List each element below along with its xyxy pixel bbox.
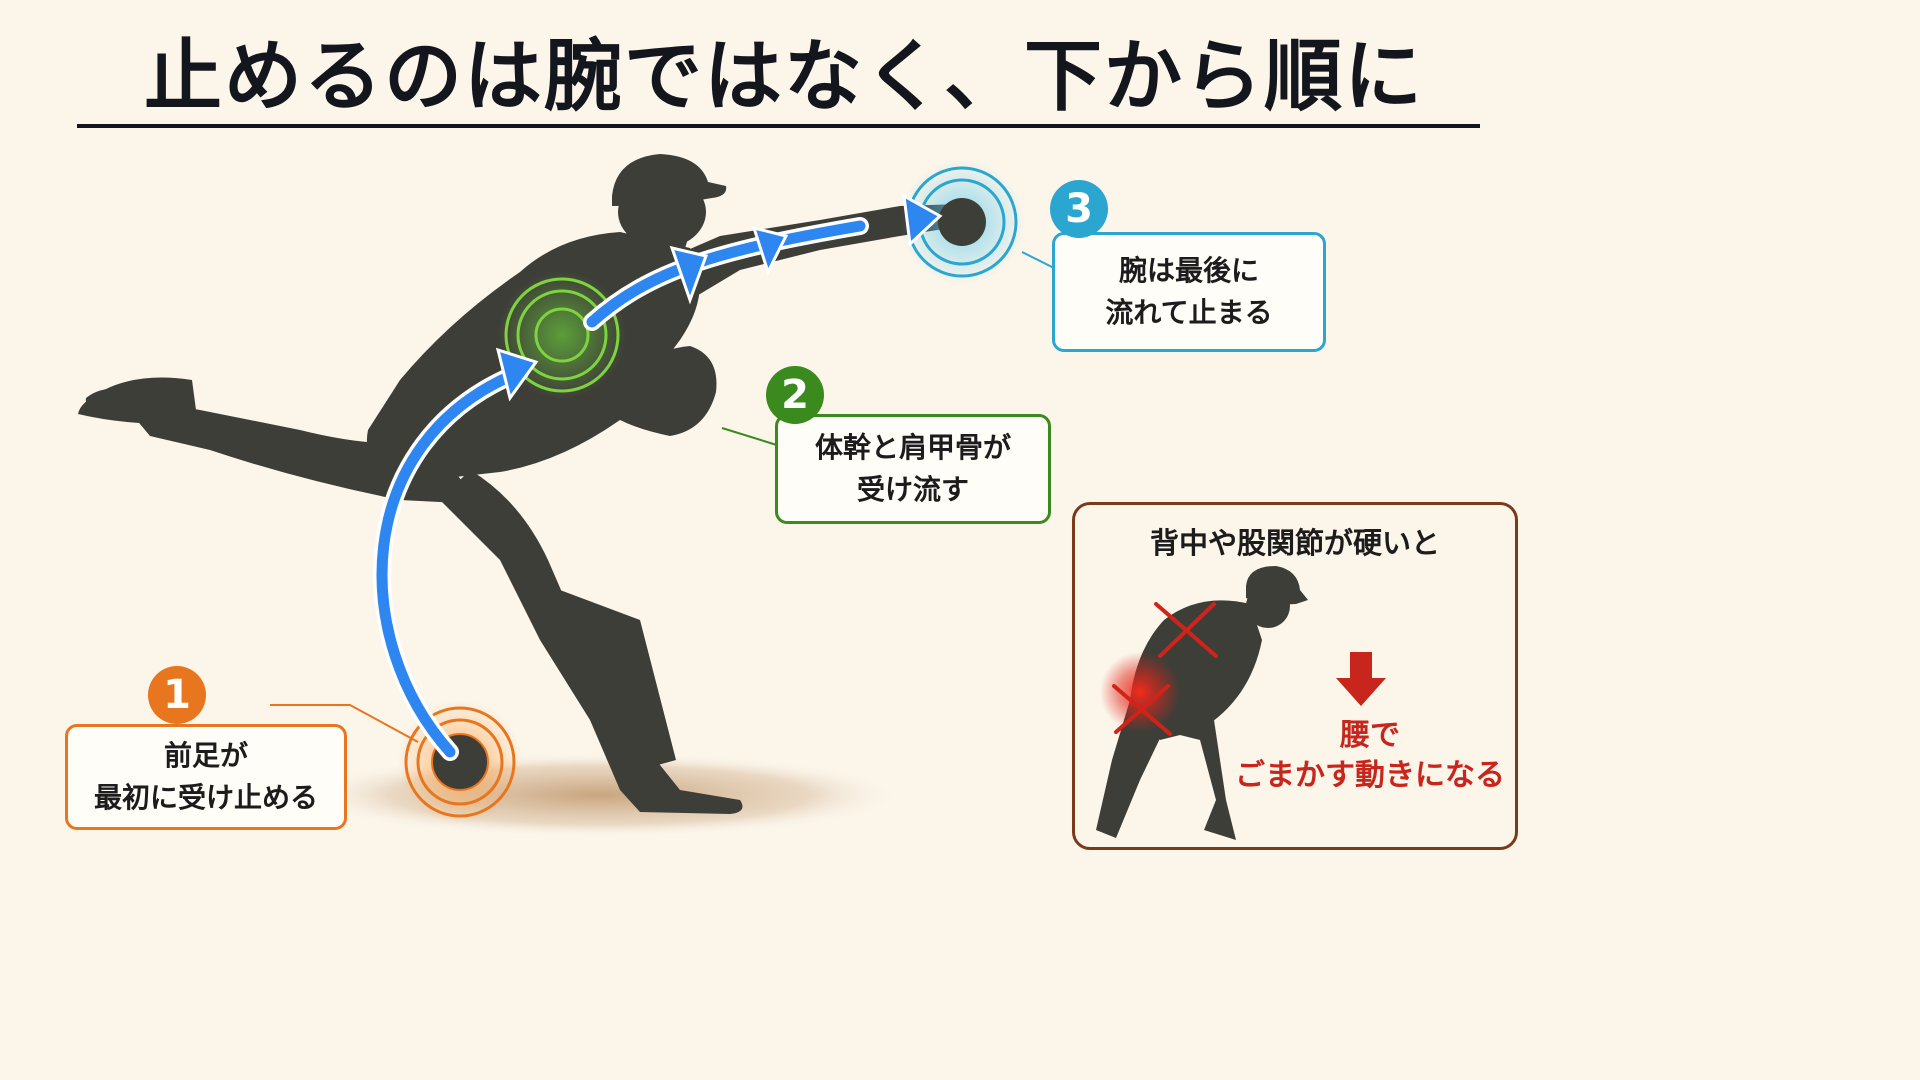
warning-inset <box>1072 502 1518 850</box>
illustration <box>78 154 1386 840</box>
leader-line-2 <box>721 427 781 447</box>
callout-step-1-line1: 前足が <box>163 739 248 772</box>
inset-result-line2: ごまかす動きになる <box>1235 758 1505 793</box>
callout-step-1-line2: 最初に受け止める <box>93 781 318 814</box>
hip-strain-glow <box>1100 652 1180 732</box>
callout-step-2-line1: 体幹と肩甲骨が <box>814 431 1011 464</box>
callout-step-3-line1: 腕は最後に <box>1118 254 1259 287</box>
badge-step-2: 2 <box>766 366 824 424</box>
flow-arrow <box>373 193 943 761</box>
inset-result-line1: 腰で <box>1340 718 1400 753</box>
inset-title: 背中や股関節が硬いと <box>1149 526 1440 560</box>
callout-step-3: 腕は最後に 流れて止まる <box>1052 232 1326 352</box>
leader-line-1 <box>270 704 419 743</box>
down-arrow-icon <box>1336 652 1386 706</box>
x-mark-icon <box>1112 684 1172 736</box>
dirt-patch <box>300 753 900 837</box>
diagram-canvas: 止めるのは腕ではなく、下から順に 前足が 最初に受け止める 1 体幹と肩甲骨が … <box>65 32 1520 850</box>
leader-line-3 <box>1021 251 1055 269</box>
inset-result: 腰で ごまかす動きになる <box>1220 716 1520 796</box>
badge-step-3: 3 <box>1050 180 1108 238</box>
callout-step-1: 前足が 最初に受け止める <box>65 724 347 830</box>
hand-marker <box>900 160 1024 284</box>
badge-step-1: 1 <box>148 666 206 724</box>
callout-step-2: 体幹と肩甲骨が 受け流す <box>775 414 1051 524</box>
page-title: 止めるのは腕ではなく、下から順に <box>143 32 1424 122</box>
x-mark-icon <box>1154 602 1218 658</box>
title-underline <box>77 124 1480 128</box>
callout-step-3-line2: 流れて止まる <box>1105 296 1273 329</box>
callout-step-2-line2: 受け流す <box>856 473 969 506</box>
